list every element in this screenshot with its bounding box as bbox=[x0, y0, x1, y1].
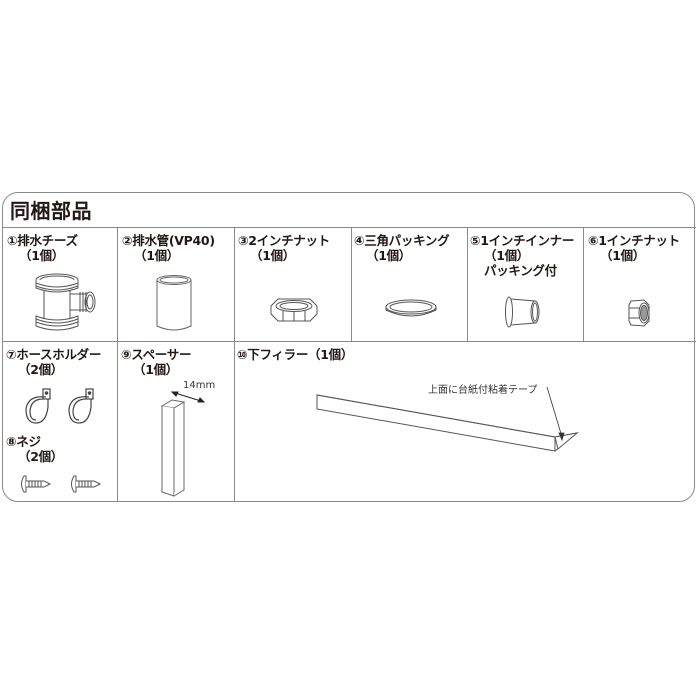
column-divider bbox=[351, 227, 352, 341]
part-label: ⑧ネジ （2個） bbox=[6, 434, 63, 464]
column-divider bbox=[467, 227, 468, 341]
part-note: パッキング付 bbox=[484, 263, 557, 278]
part-name: ①排水チーズ bbox=[7, 233, 78, 248]
part-label: ②排水管(VP40) （1個） bbox=[122, 233, 215, 263]
part-quantity: （1個） bbox=[133, 362, 178, 377]
part-quantity: （1個） bbox=[366, 248, 411, 263]
part-quantity: （1個） bbox=[250, 248, 295, 263]
two-inch-nut-icon bbox=[270, 298, 318, 322]
column-divider bbox=[234, 227, 235, 502]
part-quantity: （2個） bbox=[18, 362, 63, 377]
part-name: ⑧ネジ bbox=[6, 434, 41, 449]
part-name: ⑥1インチナット bbox=[588, 233, 680, 248]
part-quantity: （1個） bbox=[600, 248, 645, 263]
title-divider bbox=[2, 227, 696, 228]
part-label: ⑨スペーサー （1個） bbox=[121, 347, 191, 377]
part-label: ⑦ホースホルダー （2個） bbox=[6, 347, 101, 377]
filler-annotation: 上面に台紙付粘着テープ bbox=[428, 385, 538, 396]
section-title: 同梱部品 bbox=[10, 199, 92, 223]
part-quantity: （2個） bbox=[18, 449, 63, 464]
part-label: ⑤1インチインナー （1個） パッキング付 bbox=[470, 233, 574, 278]
spacer-dimension: 14mm bbox=[183, 380, 216, 391]
hose-holder-icon bbox=[25, 388, 94, 424]
part-label: ①排水チーズ （1個） bbox=[7, 233, 78, 263]
part-label: ⑥1インチナット （1個） bbox=[588, 233, 680, 263]
column-divider bbox=[583, 227, 584, 341]
one-inch-inner-icon bbox=[505, 296, 540, 328]
screw-icon bbox=[21, 475, 102, 493]
part-quantity: （1個） bbox=[484, 248, 529, 263]
lower-filler-icon bbox=[316, 386, 579, 452]
part-quantity: （1個） bbox=[19, 248, 64, 263]
spacer-icon bbox=[160, 391, 206, 497]
triangle-packing-icon bbox=[385, 299, 437, 317]
part-label: ③2インチナット （1個） bbox=[238, 233, 330, 263]
drain-tee-icon bbox=[35, 273, 96, 331]
part-name: ⑨スペーサー bbox=[121, 347, 192, 362]
part-quantity: （1個） bbox=[134, 248, 179, 263]
part-name: ④三角パッキング bbox=[354, 233, 450, 248]
part-name: ③2インチナット bbox=[238, 233, 330, 248]
one-inch-nut-icon bbox=[628, 299, 650, 327]
part-label: ④三角パッキング （1個） bbox=[354, 233, 450, 263]
part-name: ⑤1インチインナー bbox=[470, 233, 575, 248]
part-name: ⑦ホースホルダー bbox=[6, 347, 102, 362]
parts-table-frame bbox=[2, 192, 695, 502]
row-divider bbox=[2, 341, 696, 342]
part-name: ②排水管(VP40) bbox=[122, 233, 215, 248]
drain-pipe-icon bbox=[156, 275, 192, 331]
part-label: ⑩下フィラー（1個） bbox=[237, 347, 354, 362]
column-divider bbox=[117, 227, 118, 502]
